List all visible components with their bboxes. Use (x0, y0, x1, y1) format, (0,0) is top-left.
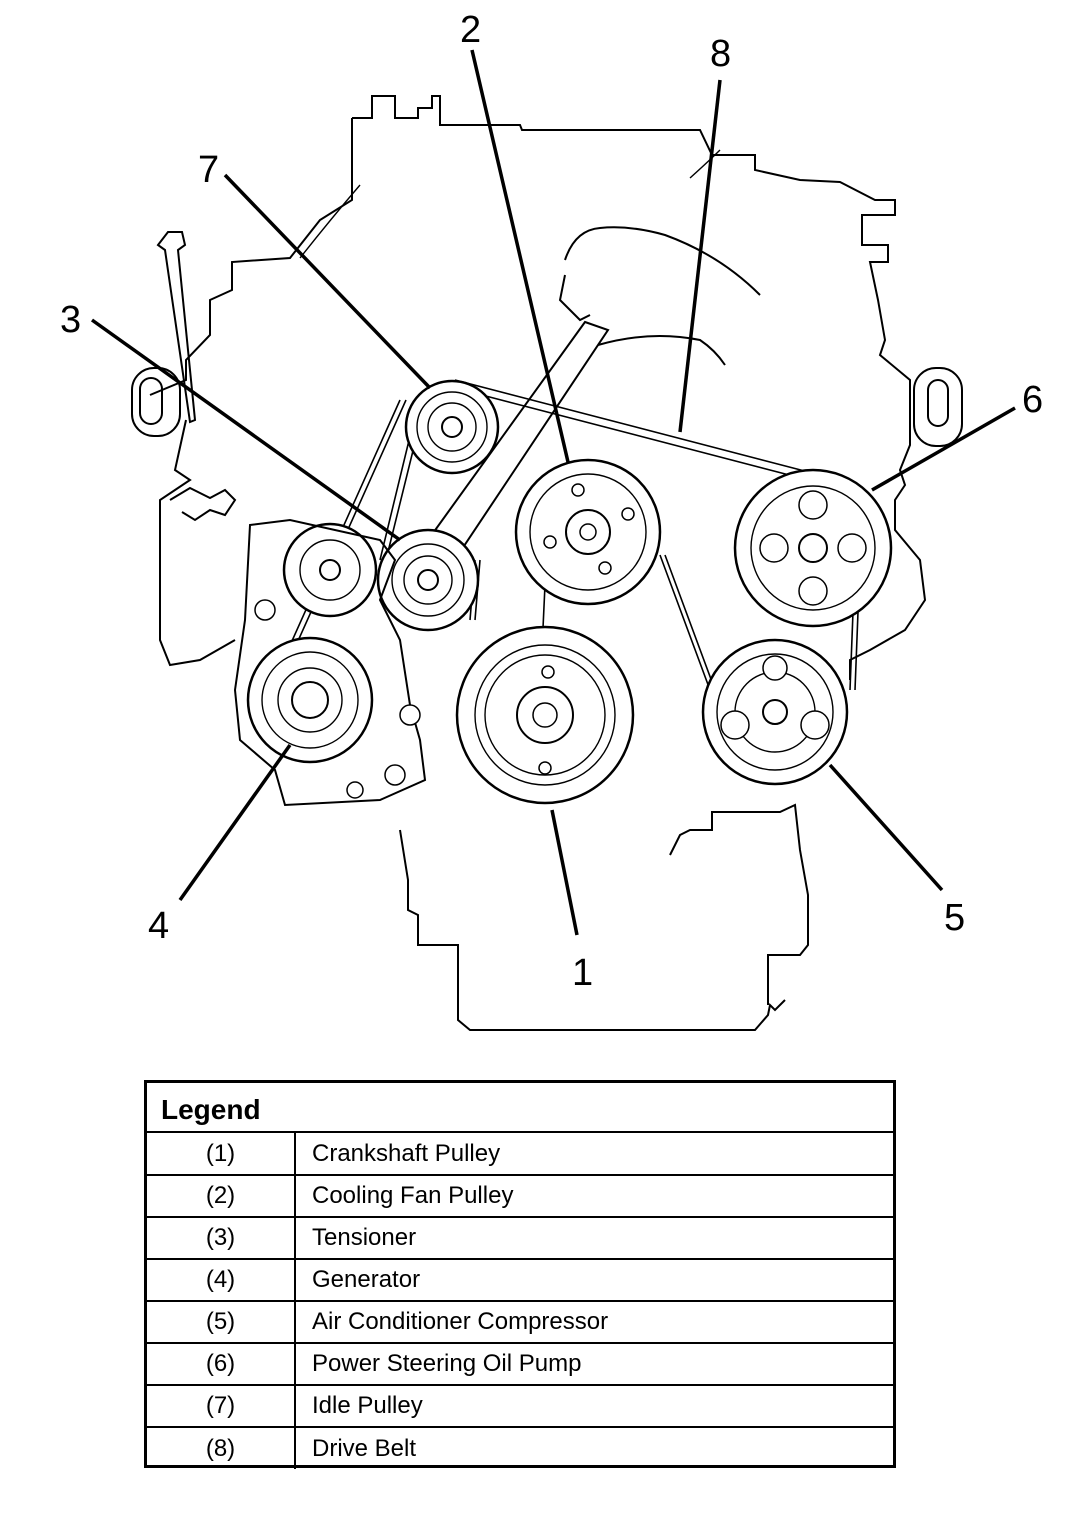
cooling-fan-pulley (514, 458, 662, 606)
legend-description: Crankshaft Pulley (295, 1133, 893, 1176)
callout-6: 6 (1022, 379, 1043, 421)
legend-number: (7) (147, 1385, 296, 1428)
leader-1 (550, 809, 579, 936)
legend-description: Air Conditioner Compressor (295, 1301, 893, 1344)
legend-description: Cooling Fan Pulley (295, 1175, 893, 1218)
crankshaft-pulley (455, 625, 635, 805)
legend-row: (8) Drive Belt (147, 1427, 893, 1469)
legend-number: (3) (147, 1217, 296, 1260)
legend-row: (2) Cooling Fan Pulley (147, 1175, 893, 1218)
legend-number: (8) (147, 1427, 296, 1469)
legend-row: (3) Tensioner (147, 1217, 893, 1260)
callout-2: 2 (460, 9, 481, 51)
leader-7 (223, 173, 432, 390)
legend-description: Generator (295, 1259, 893, 1302)
legend-number: (2) (147, 1175, 296, 1218)
legend-row: (1) Crankshaft Pulley (147, 1133, 893, 1176)
tensioner-pulley (376, 528, 480, 632)
callout-7: 7 (198, 149, 219, 191)
leader-5 (828, 763, 944, 892)
legend-row: (6) Power Steering Oil Pump (147, 1343, 893, 1386)
callout-8: 8 (710, 33, 731, 75)
idle-pulley (404, 379, 500, 475)
legend-description: Tensioner (295, 1217, 893, 1260)
engine-outline (131, 95, 963, 1031)
legend-number: (4) (147, 1259, 296, 1302)
legend-description: Drive Belt (312, 1434, 417, 1462)
legend-row: (5) Air Conditioner Compressor (147, 1301, 893, 1344)
callout-4: 4 (148, 905, 169, 947)
legend-number: (6) (147, 1343, 296, 1386)
leader-4 (178, 743, 292, 902)
legend-description: Idle Pulley (295, 1385, 893, 1428)
legend-number: (1) (147, 1133, 296, 1176)
legend-table: Legend (1) Crankshaft Pulley (2) Cooling… (144, 1080, 896, 1469)
callout-3: 3 (60, 299, 81, 341)
legend-description: Power Steering Oil Pump (295, 1343, 893, 1386)
legend-row: (4) Generator (147, 1259, 893, 1302)
leader-2 (470, 49, 570, 463)
generator (233, 518, 427, 807)
legend-rows: (1) Crankshaft Pulley (2) Cooling Fan Pu… (147, 1133, 893, 1469)
legend-title: Legend (147, 1083, 893, 1133)
leader-lines (90, 49, 1016, 936)
leader-3 (90, 318, 402, 542)
leader-8 (678, 79, 722, 433)
leader-6 (871, 406, 1016, 492)
callout-1: 1 (572, 952, 593, 994)
callout-5: 5 (944, 897, 965, 939)
power-steering-pump (733, 468, 893, 628)
auxiliary-pulley (282, 522, 378, 618)
air-conditioner-compressor (701, 638, 849, 786)
legend-row: (7) Idle Pulley (147, 1385, 893, 1428)
legend-number: (5) (147, 1301, 296, 1344)
drive-belt-diagram: 1 2 3 4 5 6 7 8 (60, 9, 1043, 1031)
